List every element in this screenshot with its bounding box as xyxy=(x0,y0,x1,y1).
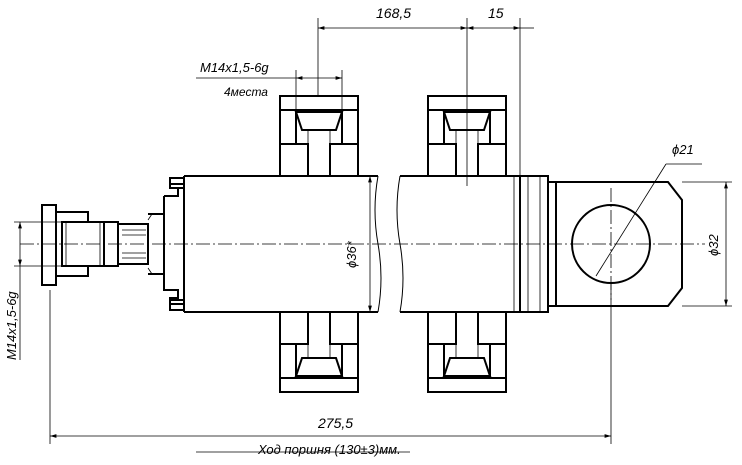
dim-15 xyxy=(467,18,534,176)
dim-text-thread-left: M14x1,5-6g xyxy=(4,291,19,360)
clamp-bottom-right xyxy=(427,311,507,393)
stroke-label: Ход поршня (130±3)мм. xyxy=(257,442,401,457)
dim-text-phi36: ϕ36* xyxy=(344,240,359,268)
dim-275-5 xyxy=(49,283,612,444)
dim-phi32 xyxy=(682,181,732,307)
clamp-top-left xyxy=(279,95,359,177)
dim-168-5 xyxy=(317,18,468,186)
rod-end-eye xyxy=(556,163,702,307)
dim-thread-top xyxy=(196,70,343,112)
dim-text-phi21: ϕ21 xyxy=(672,142,694,157)
left-port-fitting xyxy=(41,204,165,286)
clamp-bottom-left xyxy=(279,311,359,393)
dim-text-275-5: 275,5 xyxy=(317,415,353,431)
dim-text-phi32: ϕ32 xyxy=(706,234,721,256)
dim-text-thread-count: 4места xyxy=(224,85,268,99)
dim-text-15: 15 xyxy=(488,5,504,21)
dim-thread-left xyxy=(14,221,62,360)
dim-text-168-5: 168,5 xyxy=(376,5,411,21)
dim-text-thread-top: M14x1,5-6g xyxy=(200,60,269,75)
